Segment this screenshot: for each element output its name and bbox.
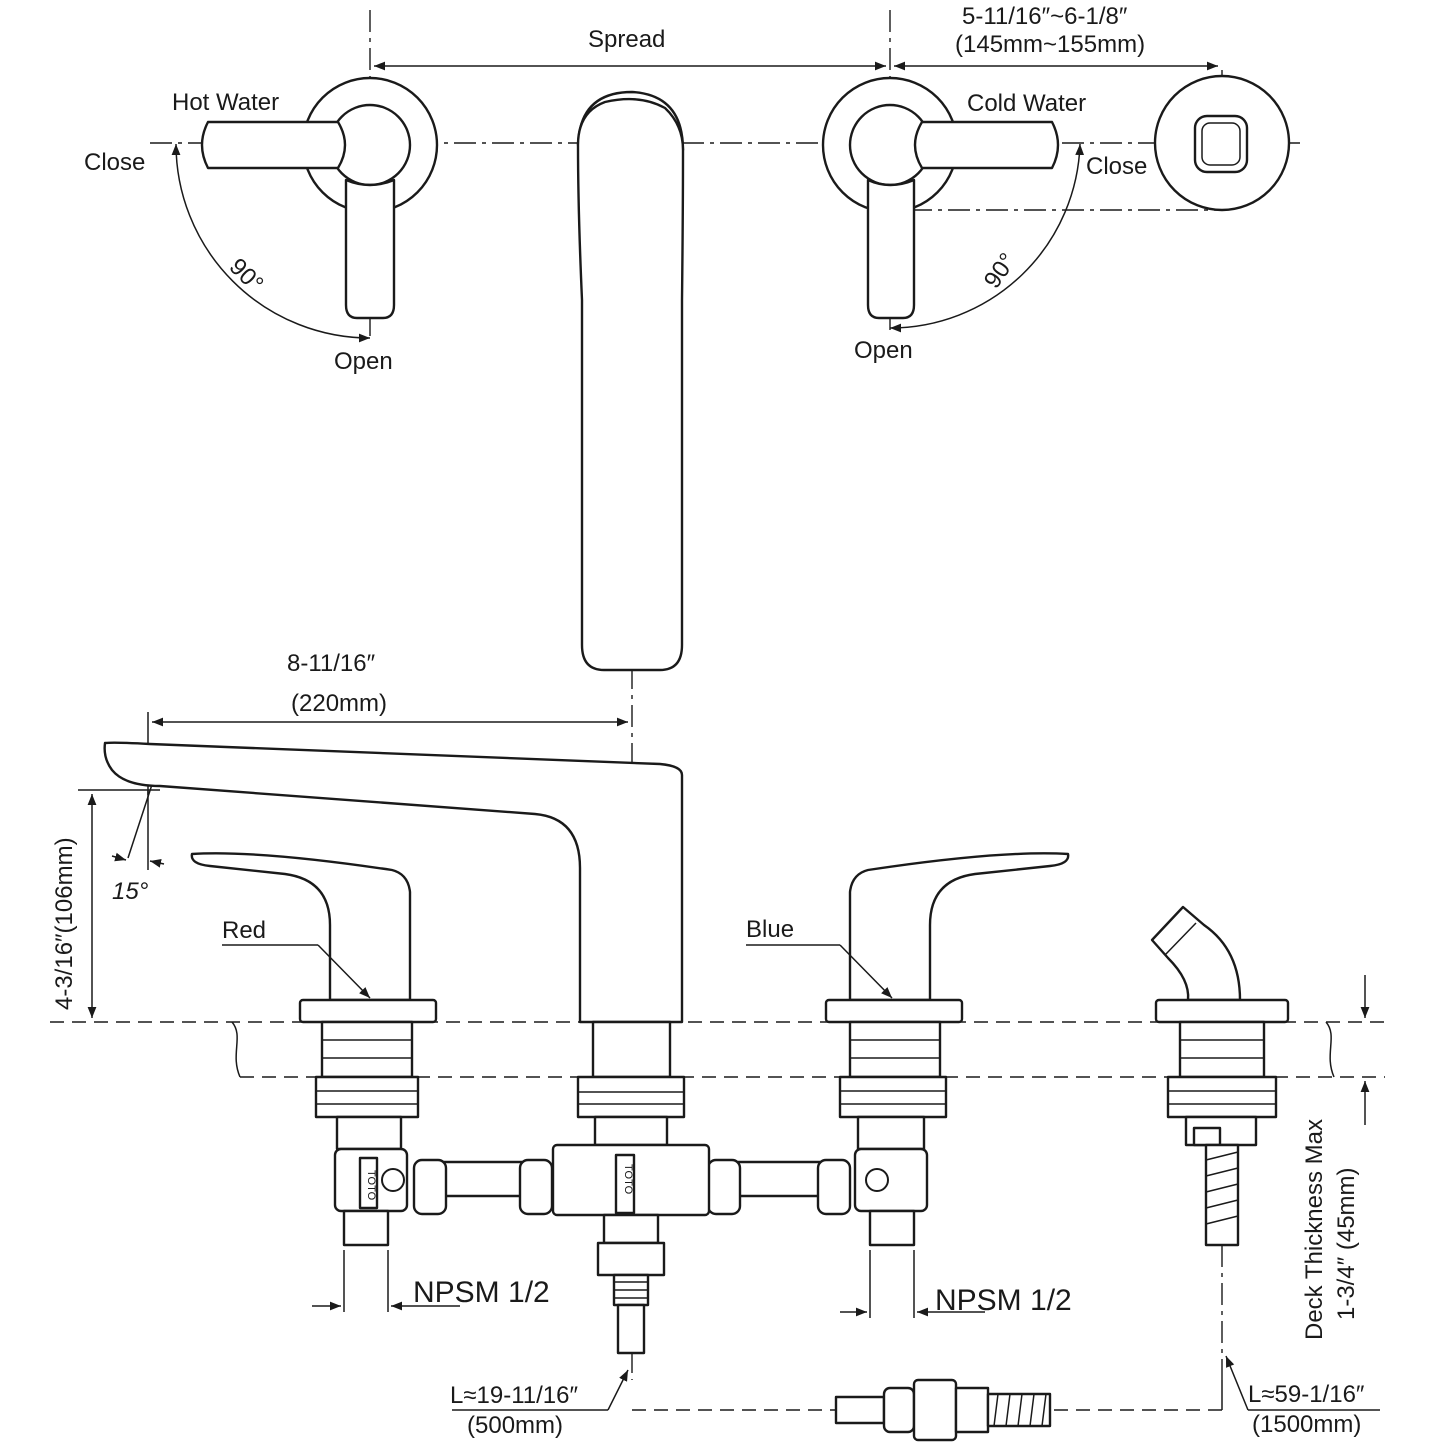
hand-shower-holder-top [1153,74,1291,212]
spacing-mm-label: (145mm~155mm) [955,31,1145,58]
npsm-left-label: NPSM 1/2 [413,1276,550,1309]
blue-label: Blue [746,916,794,943]
reach-inch-label: 8-11/16″ [287,650,376,677]
spacing-inch-label: 5-11/16″~6-1/8″ [962,3,1128,30]
close-left-label: Close [84,149,145,176]
crossover-manifold: TOTO TOTO [365,1143,852,1355]
red-label: Red [222,917,266,944]
hand-shower-holder-side [1150,905,1290,1247]
hose-long-mm: (1500mm) [1252,1411,1361,1438]
hose-short-mm: (500mm) [467,1412,563,1439]
angle-left-label: 90° [224,253,269,298]
cold-valve-side [824,852,1070,1247]
hot-water-label: Hot Water [172,89,279,116]
hot-valve-side [190,852,438,1247]
hose-connector [632,1378,1223,1442]
cold-water-label: Cold Water [967,90,1086,117]
open-right-label: Open [854,337,913,364]
deck-thickness-label: Deck Thickness Max [1301,1119,1328,1340]
open-left-label: Open [334,348,393,375]
height-label: 4-3/16″(106mm) [51,837,78,1010]
spread-label: Spread [588,26,665,53]
hose-long-length: L≈59-1/16″ [1248,1381,1365,1408]
deck-thickness-value: 1-3/4″ (45mm) [1333,1167,1360,1320]
tilt-angle-label: 15° [112,878,149,905]
close-right-label: Close [1086,153,1147,180]
angle-right-label: 90° [979,248,1022,293]
spout-side [103,741,686,1147]
valve-mark-center: TOTO [622,1164,634,1195]
valve-mark-left: TOTO [365,1170,377,1201]
spout-top [576,90,685,672]
hose-short-length: L≈19-11/16″ [450,1382,578,1409]
npsm-right-label: NPSM 1/2 [935,1284,1072,1317]
reach-mm-label: (220mm) [291,690,387,717]
side-view: TOTO TOTO [50,650,1385,1442]
